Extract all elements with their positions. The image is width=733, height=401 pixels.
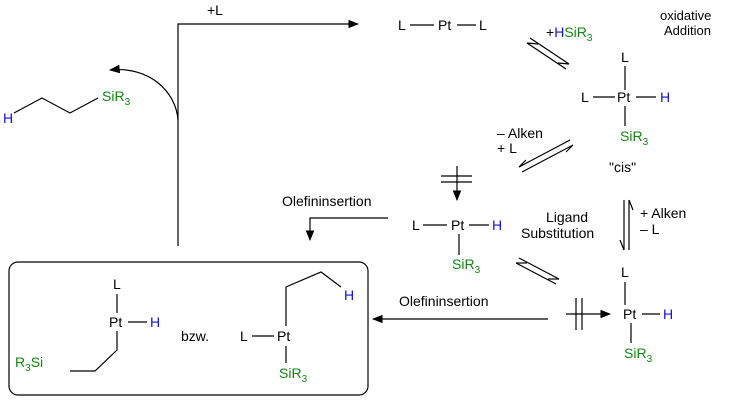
cis-label: "cis" bbox=[609, 159, 636, 175]
ligand-l: L bbox=[581, 89, 589, 105]
plus-alken-label: + Alken bbox=[640, 205, 686, 221]
platinum-atom: Pt bbox=[623, 306, 636, 322]
minus-alken-label: – Alken bbox=[497, 125, 543, 141]
equilibrium-arrow-oxidative-addition bbox=[526, 37, 570, 70]
product-silyl-group: SiR3 bbox=[102, 88, 131, 108]
ligand-addition-arrow bbox=[177, 19, 360, 120]
silyl-group: SiR3 bbox=[624, 345, 653, 365]
olefin-insertion-label-lower: Olefininsertion bbox=[399, 293, 489, 309]
complex-cis-pt-h-sir3: L L Pt H SiR3 bbox=[581, 49, 670, 148]
product-alkyl-chain bbox=[13, 97, 99, 114]
alkene-coordination-arrow bbox=[441, 166, 472, 202]
insertion-products-box bbox=[8, 261, 369, 396]
ethyl-chain bbox=[285, 271, 342, 326]
ligand-l-left: L bbox=[398, 17, 406, 33]
silyl-group: SiR3 bbox=[279, 365, 308, 385]
complex-lower-pt-h-sir3: L Pt H SiR3 bbox=[621, 264, 673, 365]
ligand-l: L bbox=[621, 264, 629, 280]
silyl-group: SiR3 bbox=[452, 256, 481, 276]
product-h-atom: H bbox=[3, 110, 13, 126]
platinum-atom: Pt bbox=[277, 328, 290, 344]
bzw-label: bzw. bbox=[181, 328, 209, 344]
addition-label: Addition bbox=[664, 23, 711, 38]
hydride: H bbox=[492, 217, 502, 233]
hydride: H bbox=[150, 314, 160, 330]
equilibrium-arrow-lower bbox=[515, 257, 560, 285]
olefin-insertion-label-upper: Olefininsertion bbox=[282, 193, 372, 209]
substitution-label: Substitution bbox=[521, 225, 594, 241]
ligand-l-right: L bbox=[479, 17, 487, 33]
insertion-product-silylalkyl: L Pt H R3Si bbox=[15, 276, 160, 374]
product-alkylsilane: H SiR3 bbox=[3, 88, 131, 126]
platinum-atom: Pt bbox=[438, 17, 451, 33]
hydrosilane-reagent-label: +HSiR3 bbox=[546, 24, 593, 44]
insertion-product-alkyl: L Pt SiR3 H bbox=[240, 271, 354, 385]
platinum-atom: Pt bbox=[451, 217, 464, 233]
silyl-group: SiR3 bbox=[620, 128, 649, 148]
minus-l-label: – L bbox=[640, 221, 660, 237]
oxidative-label: oxidative bbox=[660, 8, 711, 23]
ligand-l: L bbox=[621, 49, 629, 65]
olefin-insertion-arrow-upper bbox=[305, 217, 388, 242]
equilibrium-arrow-alkene-coordination bbox=[518, 139, 574, 173]
ligand-label: Ligand bbox=[546, 209, 588, 225]
ligand-addition-label: +L bbox=[207, 2, 223, 18]
hydride: H bbox=[660, 89, 670, 105]
silyl-group: R3Si bbox=[15, 354, 43, 374]
equilibrium-arrow-ligand-substitution bbox=[619, 199, 634, 251]
platinum-atom: Pt bbox=[109, 314, 122, 330]
ligand-l: L bbox=[113, 276, 121, 292]
catalyst-l-pt-l: L Pt L bbox=[398, 17, 487, 33]
chain-h-atom: H bbox=[344, 287, 354, 303]
ligand-l: L bbox=[412, 217, 420, 233]
alkene-coordination-arrow-lower bbox=[566, 298, 612, 330]
silylethyl-chain bbox=[70, 331, 118, 372]
platinum-atom: Pt bbox=[617, 89, 630, 105]
plus-l-label: + L bbox=[497, 140, 517, 156]
hydride: H bbox=[663, 306, 673, 322]
ligand-l: L bbox=[240, 328, 248, 344]
complex-middle-pt-h-sir3: L Pt H SiR3 bbox=[412, 217, 502, 276]
